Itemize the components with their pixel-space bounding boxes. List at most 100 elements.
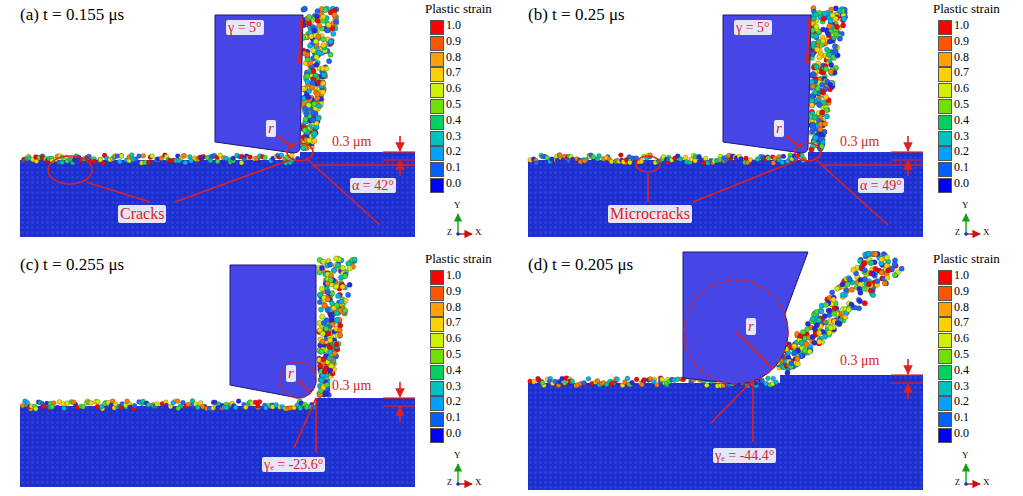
colorbar-tick: 0.5: [446, 348, 461, 361]
colorbar-tick: 0.4: [446, 364, 461, 377]
colorbar-tick: 0.9: [954, 285, 969, 298]
leader-line: [806, 18, 811, 64]
annotation-label: r: [774, 120, 784, 137]
colorbar-swatch: [430, 178, 444, 193]
edge-radius-circle: [280, 362, 316, 398]
colorbar-swatch: [938, 412, 952, 427]
axis-label: X: [983, 228, 990, 238]
colorbar-tick: 1.0: [954, 269, 969, 282]
axis-arrow: [458, 483, 472, 484]
axis-arrow: [457, 464, 458, 484]
axis-label: Y: [454, 451, 461, 461]
annotation-label: r: [266, 120, 276, 137]
colorbar-tick: 0.7: [446, 316, 461, 329]
axis-origin: [456, 232, 460, 236]
colorbar-swatch: [430, 83, 444, 98]
colorbar-tick: 0.0: [446, 177, 461, 190]
colorbar-tick: 0.8: [446, 301, 461, 314]
cutting-tool: [230, 265, 316, 398]
colorbar-swatch: [938, 99, 952, 114]
axis-label: X: [475, 478, 482, 488]
colorbar-tick: 0.1: [954, 411, 969, 424]
colorbar-swatch: [938, 428, 952, 443]
colorbar-swatch: [938, 178, 952, 193]
annotation-label: r: [746, 318, 756, 335]
annotation-label: Microcracks: [608, 205, 692, 223]
leader-line: [891, 374, 923, 375]
colorbar-tick: 0.0: [446, 427, 461, 440]
axis-arrow: [457, 214, 458, 234]
leader-line: [711, 380, 753, 423]
leader-line: [399, 382, 401, 397]
colorbar-swatch: [938, 115, 952, 130]
colorbar-tick: 0.4: [446, 114, 461, 127]
axis-label: Z: [955, 479, 960, 488]
leader-line: [907, 384, 909, 399]
colorbar-swatch: [938, 365, 952, 380]
annotation-label: γ = 5°: [734, 20, 772, 35]
colorbar-swatch: [938, 131, 952, 146]
colorbar-swatch: [430, 317, 444, 332]
colorbar-swatch: [430, 428, 444, 443]
leader-line: [399, 161, 401, 176]
colorbar-swatch: [430, 412, 444, 427]
axis-label: X: [983, 478, 990, 488]
colorbar-tick: 0.5: [954, 98, 969, 111]
colorbar-tick: 0.0: [954, 177, 969, 190]
colorbar-title: Plastic strain: [425, 2, 492, 16]
chip-particles: [809, 6, 848, 153]
colorbar-tick: 0.3: [446, 130, 461, 143]
leader-line: [736, 332, 773, 369]
colorbar-tick: 1.0: [446, 269, 461, 282]
axis-origin: [964, 232, 968, 236]
colorbar-swatch: [430, 115, 444, 130]
leader-line: [891, 382, 923, 383]
colorbar-swatch: [430, 67, 444, 82]
leader-line: [907, 136, 909, 151]
annotation-label: γₑ = -44.4°: [713, 448, 776, 463]
axis-arrow: [458, 233, 472, 234]
leader-line: [315, 398, 317, 453]
annotation-label: γₑ = -23.6°: [262, 457, 325, 472]
cutting-tool: [723, 15, 811, 153]
colorbar-tick: 0.2: [954, 145, 969, 158]
colorbar-tick: 0.3: [954, 380, 969, 393]
leader-line: [383, 151, 415, 152]
colorbar-tick: 0.2: [446, 145, 461, 158]
axis-arrow: [966, 483, 980, 484]
colorbar-title: Plastic strain: [425, 252, 492, 266]
highlight-ellipse: [48, 156, 92, 184]
colorbar-tick: 0.6: [954, 332, 969, 345]
colorbar-swatch: [430, 162, 444, 177]
axis-arrow: [965, 464, 966, 484]
leader-line: [786, 136, 802, 148]
panel-title: (a) t = 0.155 μs: [20, 6, 124, 25]
colorbar-swatch: [430, 365, 444, 380]
surface-particles: [20, 399, 317, 412]
colorbar-tick: 0.7: [446, 66, 461, 79]
colorbar-swatch: [938, 381, 952, 396]
leader-line: [647, 173, 649, 202]
colorbar-tick: 0.3: [446, 380, 461, 393]
axis-label: X: [475, 228, 482, 238]
colorbar-tick: 0.6: [446, 332, 461, 345]
colorbar-tick: 0.6: [446, 82, 461, 95]
colorbar-swatch: [430, 52, 444, 67]
colorbar-swatch: [430, 36, 444, 51]
colorbar-tick: 0.1: [446, 411, 461, 424]
annotation-label: γ = 5°: [226, 20, 264, 35]
colorbar-swatch: [938, 162, 952, 177]
chip-particles: [300, 6, 339, 151]
axis-arrow: [965, 214, 966, 234]
colorbar-title: Plastic strain: [933, 2, 1000, 16]
axis-label: Z: [955, 229, 960, 238]
cutting-tool: [683, 252, 808, 384]
colorbar-swatch: [938, 270, 952, 285]
annotation-label: 0.3 μm: [838, 134, 881, 149]
simulation-panel: [20, 6, 472, 237]
axis-arrow: [966, 233, 980, 234]
colorbar-swatch: [430, 286, 444, 301]
leader-line: [399, 407, 401, 422]
surface-particles: [528, 153, 807, 166]
